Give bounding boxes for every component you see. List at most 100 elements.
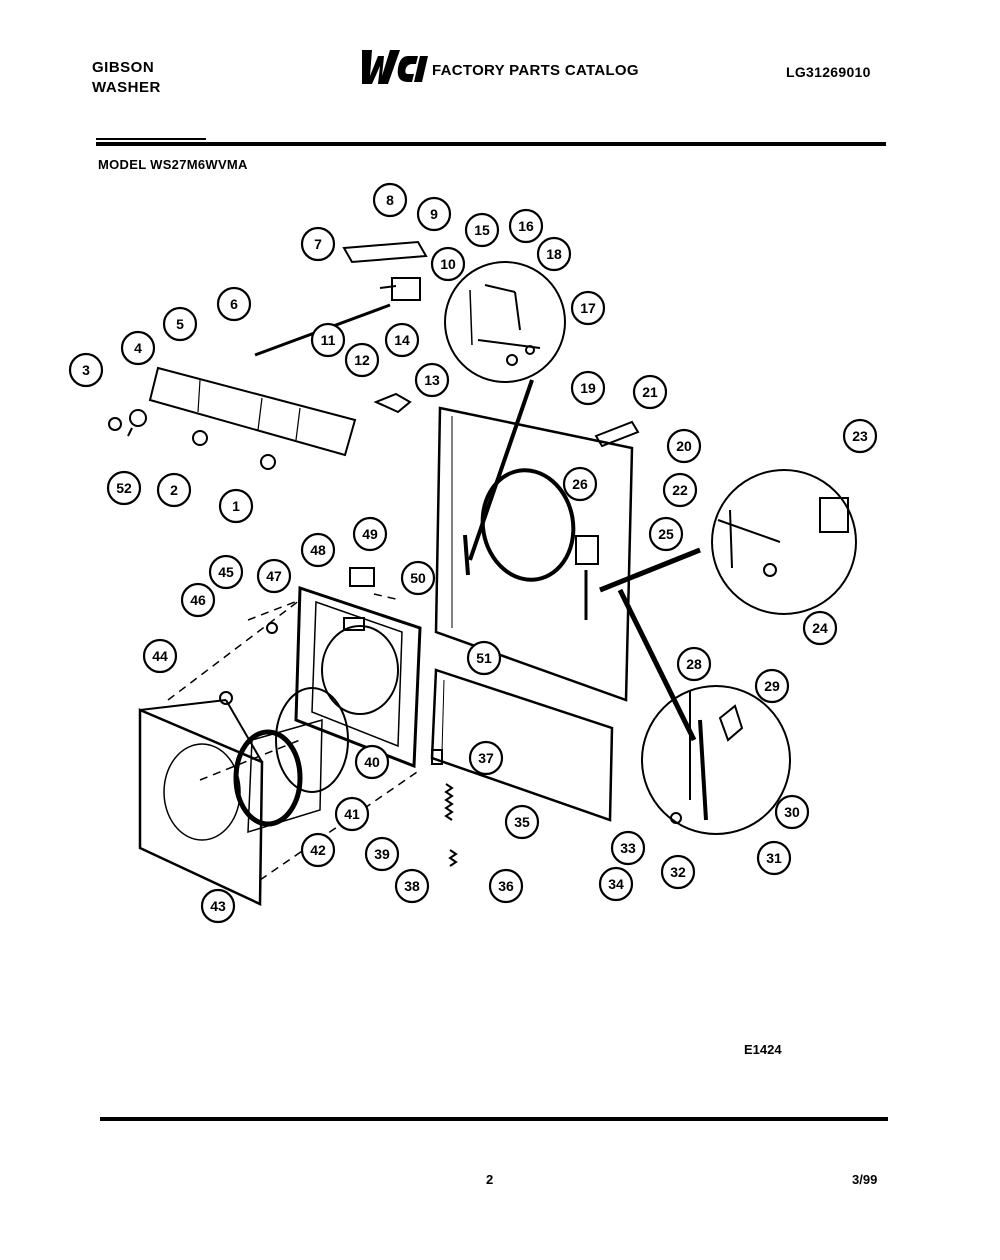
callout-circle xyxy=(666,428,702,464)
part-callout-1: 1 xyxy=(218,488,254,524)
diagram-reference-code: E1424 xyxy=(744,1042,782,1057)
callout-circle xyxy=(468,740,504,776)
toe-panel xyxy=(430,668,614,822)
part-callout-43: 43 xyxy=(200,888,236,924)
part-callout-21: 21 xyxy=(632,374,668,410)
callout-number: 16 xyxy=(518,218,534,234)
part-callout-18: 18 xyxy=(536,236,572,272)
callout-number: 37 xyxy=(478,750,494,766)
part-callout-47: 47 xyxy=(256,558,292,594)
callout-number: 35 xyxy=(514,814,530,830)
part-callout-3: 3 xyxy=(68,352,104,388)
callout-circle xyxy=(334,796,370,832)
part-callout-35: 35 xyxy=(504,804,540,840)
callout-number: 28 xyxy=(686,656,702,672)
callout-circle xyxy=(352,516,388,552)
callout-number: 26 xyxy=(572,476,588,492)
callout-circle xyxy=(660,854,696,890)
callout-circle xyxy=(536,236,572,272)
callout-circle xyxy=(106,470,142,506)
callout-circle xyxy=(142,638,178,674)
callout-number: 14 xyxy=(394,332,410,348)
callout-circle xyxy=(464,212,500,248)
callout-circle xyxy=(68,352,104,388)
callout-circle xyxy=(162,306,198,342)
door-frame xyxy=(294,585,422,769)
callout-number: 32 xyxy=(670,864,686,880)
part-callout-22: 22 xyxy=(662,472,698,508)
callout-circle xyxy=(384,322,420,358)
callout-number: 25 xyxy=(658,526,674,542)
part-callout-29: 29 xyxy=(754,668,790,704)
callout-number: 5 xyxy=(176,316,184,332)
part-callout-48: 48 xyxy=(300,532,336,568)
callout-number: 31 xyxy=(766,850,782,866)
model-number: MODEL WS27M6WVMA xyxy=(98,157,248,172)
part-callout-42: 42 xyxy=(300,832,336,868)
page-number: 2 xyxy=(486,1172,494,1187)
callout-circle xyxy=(414,362,450,398)
callout-number: 41 xyxy=(344,806,360,822)
callout-number: 18 xyxy=(546,246,562,262)
callout-number: 9 xyxy=(430,206,438,222)
callout-number: 45 xyxy=(218,564,234,580)
part-callout-41: 41 xyxy=(334,796,370,832)
callout-circle xyxy=(120,330,156,366)
part-callout-36: 36 xyxy=(488,868,524,904)
callout-circle xyxy=(632,374,668,410)
part-callout-30: 30 xyxy=(774,794,810,830)
callout-number: 49 xyxy=(362,526,378,542)
callout-number: 34 xyxy=(608,876,624,892)
callout-circle xyxy=(754,668,790,704)
part-callout-49: 49 xyxy=(352,516,388,552)
callout-circle xyxy=(756,840,792,876)
part-callout-8: 8 xyxy=(372,182,408,218)
callout-number: 12 xyxy=(354,352,370,368)
part-callout-19: 19 xyxy=(570,370,606,406)
callout-circle xyxy=(256,558,292,594)
callout-number: 21 xyxy=(642,384,658,400)
callout-circle xyxy=(676,646,712,682)
part-callout-24: 24 xyxy=(802,610,838,646)
callout-circle xyxy=(842,418,878,454)
callout-circle xyxy=(562,466,598,502)
callout-number: 13 xyxy=(424,372,440,388)
callout-circle xyxy=(570,370,606,406)
part-callout-7: 7 xyxy=(300,226,336,262)
part-callout-37: 37 xyxy=(468,740,504,776)
callout-number: 44 xyxy=(152,648,168,664)
callout-circle xyxy=(344,342,380,378)
part-callout-44: 44 xyxy=(142,638,178,674)
part-callout-46: 46 xyxy=(180,582,216,618)
catalog-title: FACTORY PARTS CATALOG xyxy=(432,62,639,79)
callout-circle xyxy=(610,830,646,866)
callout-number: 52 xyxy=(116,480,132,496)
part-callout-38: 38 xyxy=(394,868,430,904)
callout-circle xyxy=(372,182,408,218)
callout-number: 23 xyxy=(852,428,868,444)
callout-circle xyxy=(466,640,502,676)
callout-circle xyxy=(598,866,634,902)
part-callout-2: 2 xyxy=(156,472,192,508)
callout-circle xyxy=(774,794,810,830)
callout-circle xyxy=(430,246,466,282)
callout-number: 19 xyxy=(580,380,596,396)
part-callout-45: 45 xyxy=(208,554,244,590)
callout-number: 43 xyxy=(210,898,226,914)
part-callout-5: 5 xyxy=(162,306,198,342)
part-callout-52: 52 xyxy=(106,470,142,506)
callout-circle xyxy=(354,744,390,780)
part-callout-14: 14 xyxy=(384,322,420,358)
callout-number: 38 xyxy=(404,878,420,894)
callout-circle xyxy=(180,582,216,618)
callout-number: 11 xyxy=(321,332,336,348)
callout-circle xyxy=(508,208,544,244)
part-callout-51: 51 xyxy=(466,640,502,676)
callout-number: 47 xyxy=(266,568,282,584)
callout-circle xyxy=(156,472,192,508)
wci-logo xyxy=(362,50,428,84)
callout-number: 20 xyxy=(676,438,692,454)
callout-circle xyxy=(570,290,606,326)
callout-circle xyxy=(300,226,336,262)
